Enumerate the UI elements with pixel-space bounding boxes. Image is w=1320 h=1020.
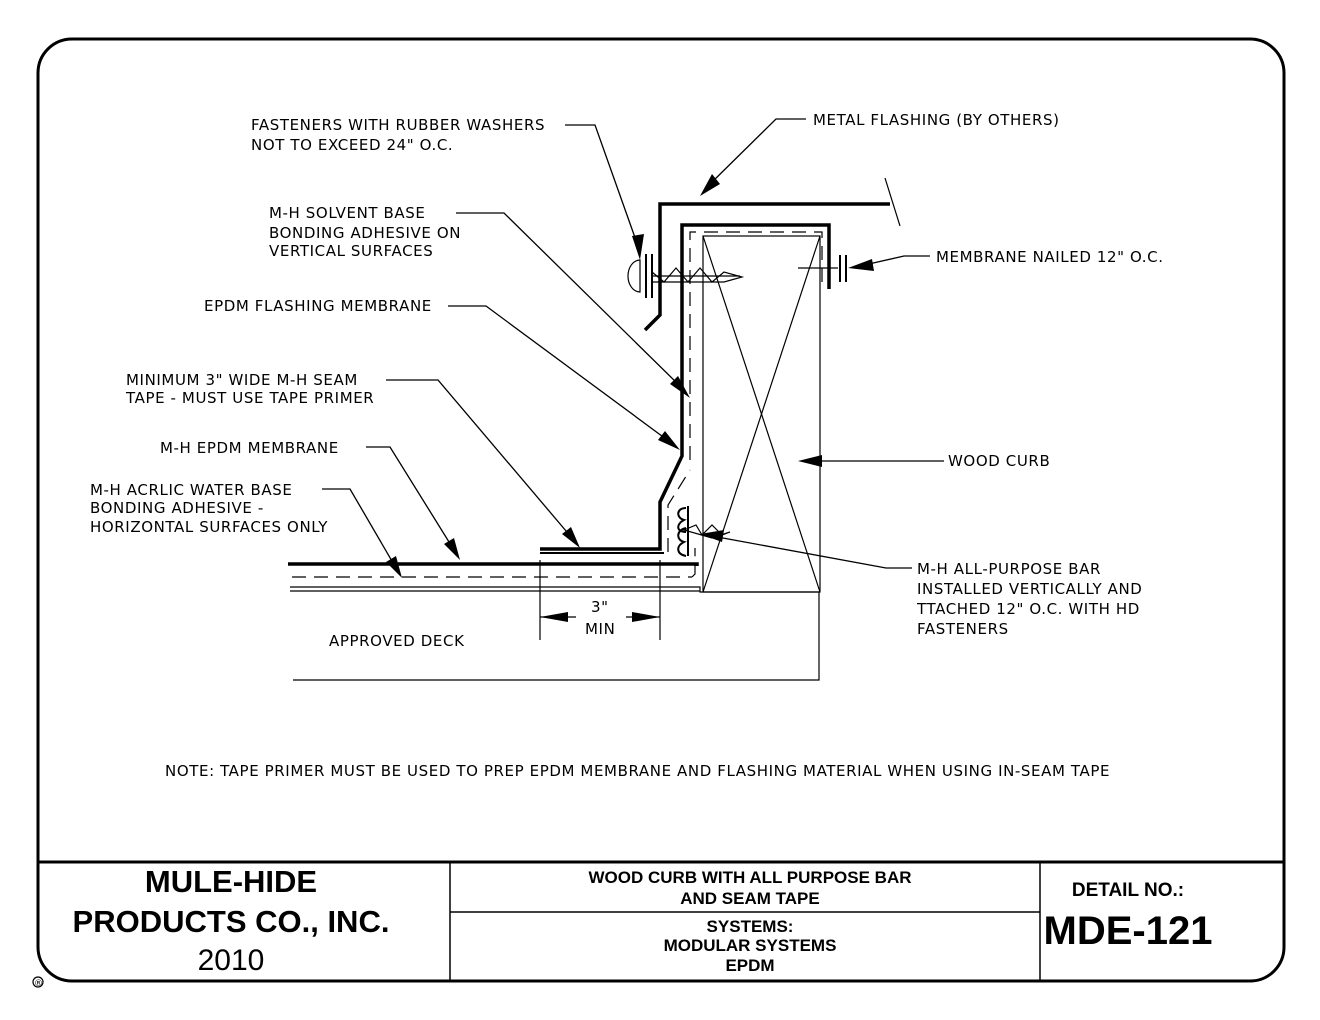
leaders: [322, 118, 944, 578]
leader-fasteners: [565, 124, 639, 247]
wood-curb: [702, 235, 821, 593]
dimension-min: MIN: [585, 620, 615, 638]
label-acrylic-3: HORIZONTAL SURFACES ONLY: [90, 518, 328, 536]
epdm-flashing-membrane: [540, 223, 831, 551]
leader-seam-tape: [386, 379, 573, 539]
label-metal-flashing: METAL FLASHING (BY OTHERS): [813, 111, 1060, 129]
label-membrane-nailed: MEMBRANE NAILED 12" O.C.: [936, 248, 1164, 266]
label-epdm-flashing: EPDM FLASHING MEMBRANE: [204, 297, 432, 315]
leader-all-purpose-bar: [711, 535, 912, 569]
leader-epdm-flashing: [448, 305, 671, 443]
leader-metal-flashing-arrow: [700, 174, 720, 196]
leader-metal-flashing: [707, 118, 806, 187]
leader-epdm-membrane-arrow: [444, 538, 460, 560]
solvent-adhesive-lower: [667, 469, 691, 552]
label-bar-1: M-H ALL-PURPOSE BAR: [917, 560, 1101, 578]
metal-flashing-break: [884, 177, 901, 227]
label-epdm-membrane: M-H EPDM MEMBRANE: [160, 439, 339, 457]
company-name-line1: MULE-HIDE: [145, 864, 317, 899]
metal-flashing: [643, 202, 890, 332]
label-seam-tape-1: MINIMUM 3" WIDE M-H SEAM: [126, 371, 358, 389]
all-purpose-bar: [677, 507, 687, 557]
leader-membrane-nailed-arrow: [848, 259, 874, 271]
sheet-border: [36, 37, 1286, 983]
label-bar-3: TTACHED 12" O.C. WITH HD: [916, 600, 1140, 618]
leader-fasteners-arrow: [632, 234, 644, 260]
general-note: NOTE: TAPE PRIMER MUST BE USED TO PREP E…: [165, 762, 1110, 780]
callout-labels: FASTENERS WITH RUBBER WASHERS NOT TO EXC…: [90, 111, 1164, 780]
label-fasteners-2: NOT TO EXCEED 24" O.C.: [251, 136, 453, 154]
label-approved-deck: APPROVED DECK: [329, 632, 465, 650]
dim-arrow-right: [632, 612, 660, 622]
label-wood-curb: WOOD CURB: [948, 452, 1050, 470]
label-bar-4: FASTENERS: [917, 620, 1009, 638]
drawing-title-line1: WOOD CURB WITH ALL PURPOSE BAR: [589, 868, 912, 887]
leader-all-purpose-bar-arrow: [700, 530, 724, 542]
leader-seam-tape-arrow: [562, 527, 580, 548]
leader-epdm-flashing-arrow: [658, 431, 680, 450]
label-fasteners-1: FASTENERS WITH RUBBER WASHERS: [251, 116, 545, 134]
solvent-adhesive-line: [689, 231, 823, 460]
leader-solvent-arrow: [670, 376, 690, 398]
dimension-value: 3": [591, 598, 609, 616]
leader-membrane-nailed: [859, 255, 930, 267]
detail-no-label: DETAIL NO.:: [1072, 880, 1184, 901]
epdm-field-membrane: [288, 562, 699, 566]
dim-arrow-left: [540, 612, 568, 622]
label-bar-2: INSTALLED VERTICALLY AND: [917, 580, 1142, 598]
leader-wood-curb-arrow: [798, 455, 822, 467]
label-acrylic-1: M-H ACRLIC WATER BASE: [90, 481, 292, 499]
title-block: MULE-HIDE PRODUCTS CO., INC. 2010 WOOD C…: [38, 860, 1284, 981]
registered-mark-circle: [32, 976, 44, 988]
label-seam-tape-2: TAPE - MUST USE TAPE PRIMER: [125, 389, 374, 407]
rubber-washer: [627, 259, 641, 293]
leader-solvent: [456, 212, 683, 389]
systems-line1: SYSTEMS:: [707, 917, 794, 936]
leader-epdm-membrane: [366, 446, 455, 551]
fastener-screw: [651, 267, 745, 283]
company-year: 2010: [198, 944, 265, 977]
label-solvent-1: M-H SOLVENT BASE: [269, 204, 425, 222]
drawing-title-line2: AND SEAM TAPE: [680, 889, 819, 908]
label-acrylic-2: BONDING ADHESIVE -: [90, 499, 264, 517]
label-solvent-3: VERTICAL SURFACES: [269, 242, 433, 260]
acrylic-adhesive-corner: [691, 548, 696, 578]
leader-acrylic: [322, 488, 397, 569]
company-name-line2: PRODUCTS CO., INC.: [73, 904, 390, 939]
systems-line3: EPDM: [725, 956, 774, 975]
registered-mark: ®: [34, 979, 43, 989]
systems-line2: MODULAR SYSTEMS: [664, 936, 837, 955]
detail-number: MDE-121: [1044, 909, 1213, 953]
leader-acrylic-arrow: [386, 556, 402, 578]
label-solvent-2: BONDING ADHESIVE ON: [269, 224, 461, 242]
section-geometry: [288, 177, 901, 681]
